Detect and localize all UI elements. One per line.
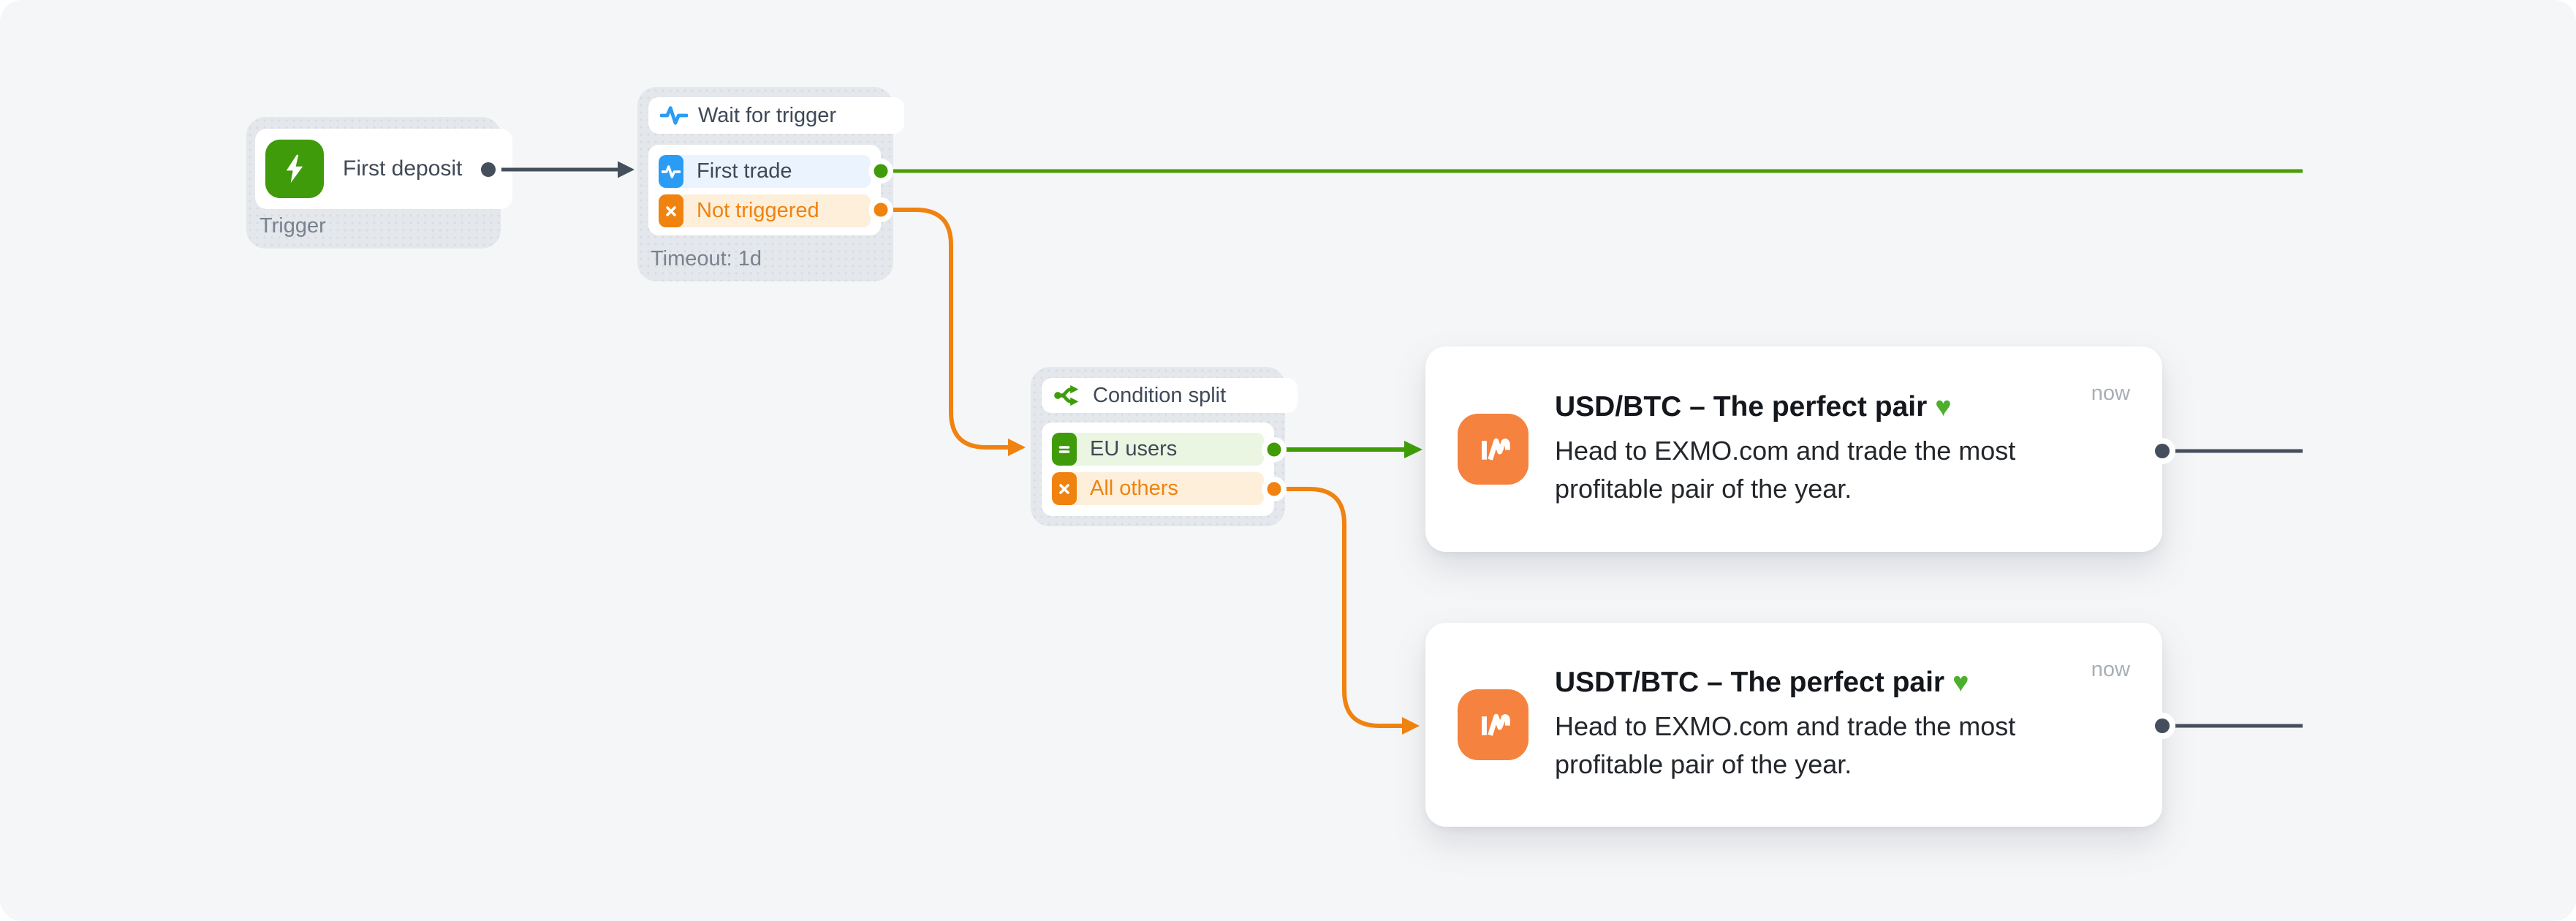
wire-all-others-to-card [1274,487,1402,728]
branch-label: First trade [697,159,792,183]
arrowhead [1404,441,1423,458]
wire-not-triggered-to-split [881,208,1009,450]
push-body: Head to EXMO.com and trade the most prof… [1555,710,2016,779]
push-timestamp: now [2091,658,2130,681]
branch-all-others[interactable]: All others [1052,472,1264,505]
node-condition-split[interactable]: Condition split EU users All others [1031,367,1298,526]
x-icon [1052,472,1077,505]
green-heart-icon: ♥ [1952,667,1969,698]
node-split-branches: EU users All others [1042,422,1274,516]
split-icon [1054,384,1079,406]
node-title: First deposit [343,156,463,181]
pulse-icon [659,155,683,188]
pulse-icon [660,106,688,125]
equals-icon [1052,433,1077,466]
push-title: USDT/BTC – The perfect pair ♥ [1555,666,1969,698]
node-split-header[interactable]: Condition split [1042,378,1298,413]
node-title: Condition split [1093,383,1227,407]
branch-label: Not triggered [697,199,819,222]
green-heart-icon: ♥ [1935,391,1952,422]
branch-not-triggered[interactable]: Not triggered [659,194,871,227]
node-first-deposit[interactable]: First deposit Trigger [246,117,512,249]
push-content: USDT/BTC – The perfect pair ♥ Head to EX… [1555,667,2067,784]
node-wait-branches: First trade Not triggered [648,145,881,235]
arrowhead [1008,439,1026,456]
branch-label: EU users [1090,437,1178,460]
push-title: USD/BTC – The perfect pair ♥ [1555,390,1952,422]
node-wait-header[interactable]: Wait for trigger [648,97,904,134]
branch-first-trade[interactable]: First trade [659,155,871,188]
node-title: Wait for trigger [698,103,837,127]
branch-label: All others [1090,477,1178,500]
push-content: USD/BTC – The perfect pair ♥ Head to EXM… [1555,391,2067,508]
x-icon [659,194,683,227]
app-logo-icon [1458,689,1528,760]
node-category-label: Trigger [260,214,326,238]
timeout-label: Timeout: 1d [651,247,762,270]
push-card-usdt-btc[interactable]: USDT/BTC – The perfect pair ♥ Head to EX… [1425,623,2162,827]
arrowhead [618,161,634,178]
app-logo-icon [1458,414,1528,485]
push-body: Head to EXMO.com and trade the most prof… [1555,435,2016,504]
node-first-deposit-card[interactable]: First deposit [255,129,512,209]
lightning-icon [265,140,324,198]
node-wait-for-trigger[interactable]: Wait for trigger First trade Not trigger… [637,87,904,281]
branch-eu-users[interactable]: EU users [1052,433,1264,466]
push-timestamp: now [2091,382,2130,405]
arrowhead [1402,717,1420,735]
push-card-usd-btc[interactable]: USD/BTC – The perfect pair ♥ Head to EXM… [1425,346,2162,552]
